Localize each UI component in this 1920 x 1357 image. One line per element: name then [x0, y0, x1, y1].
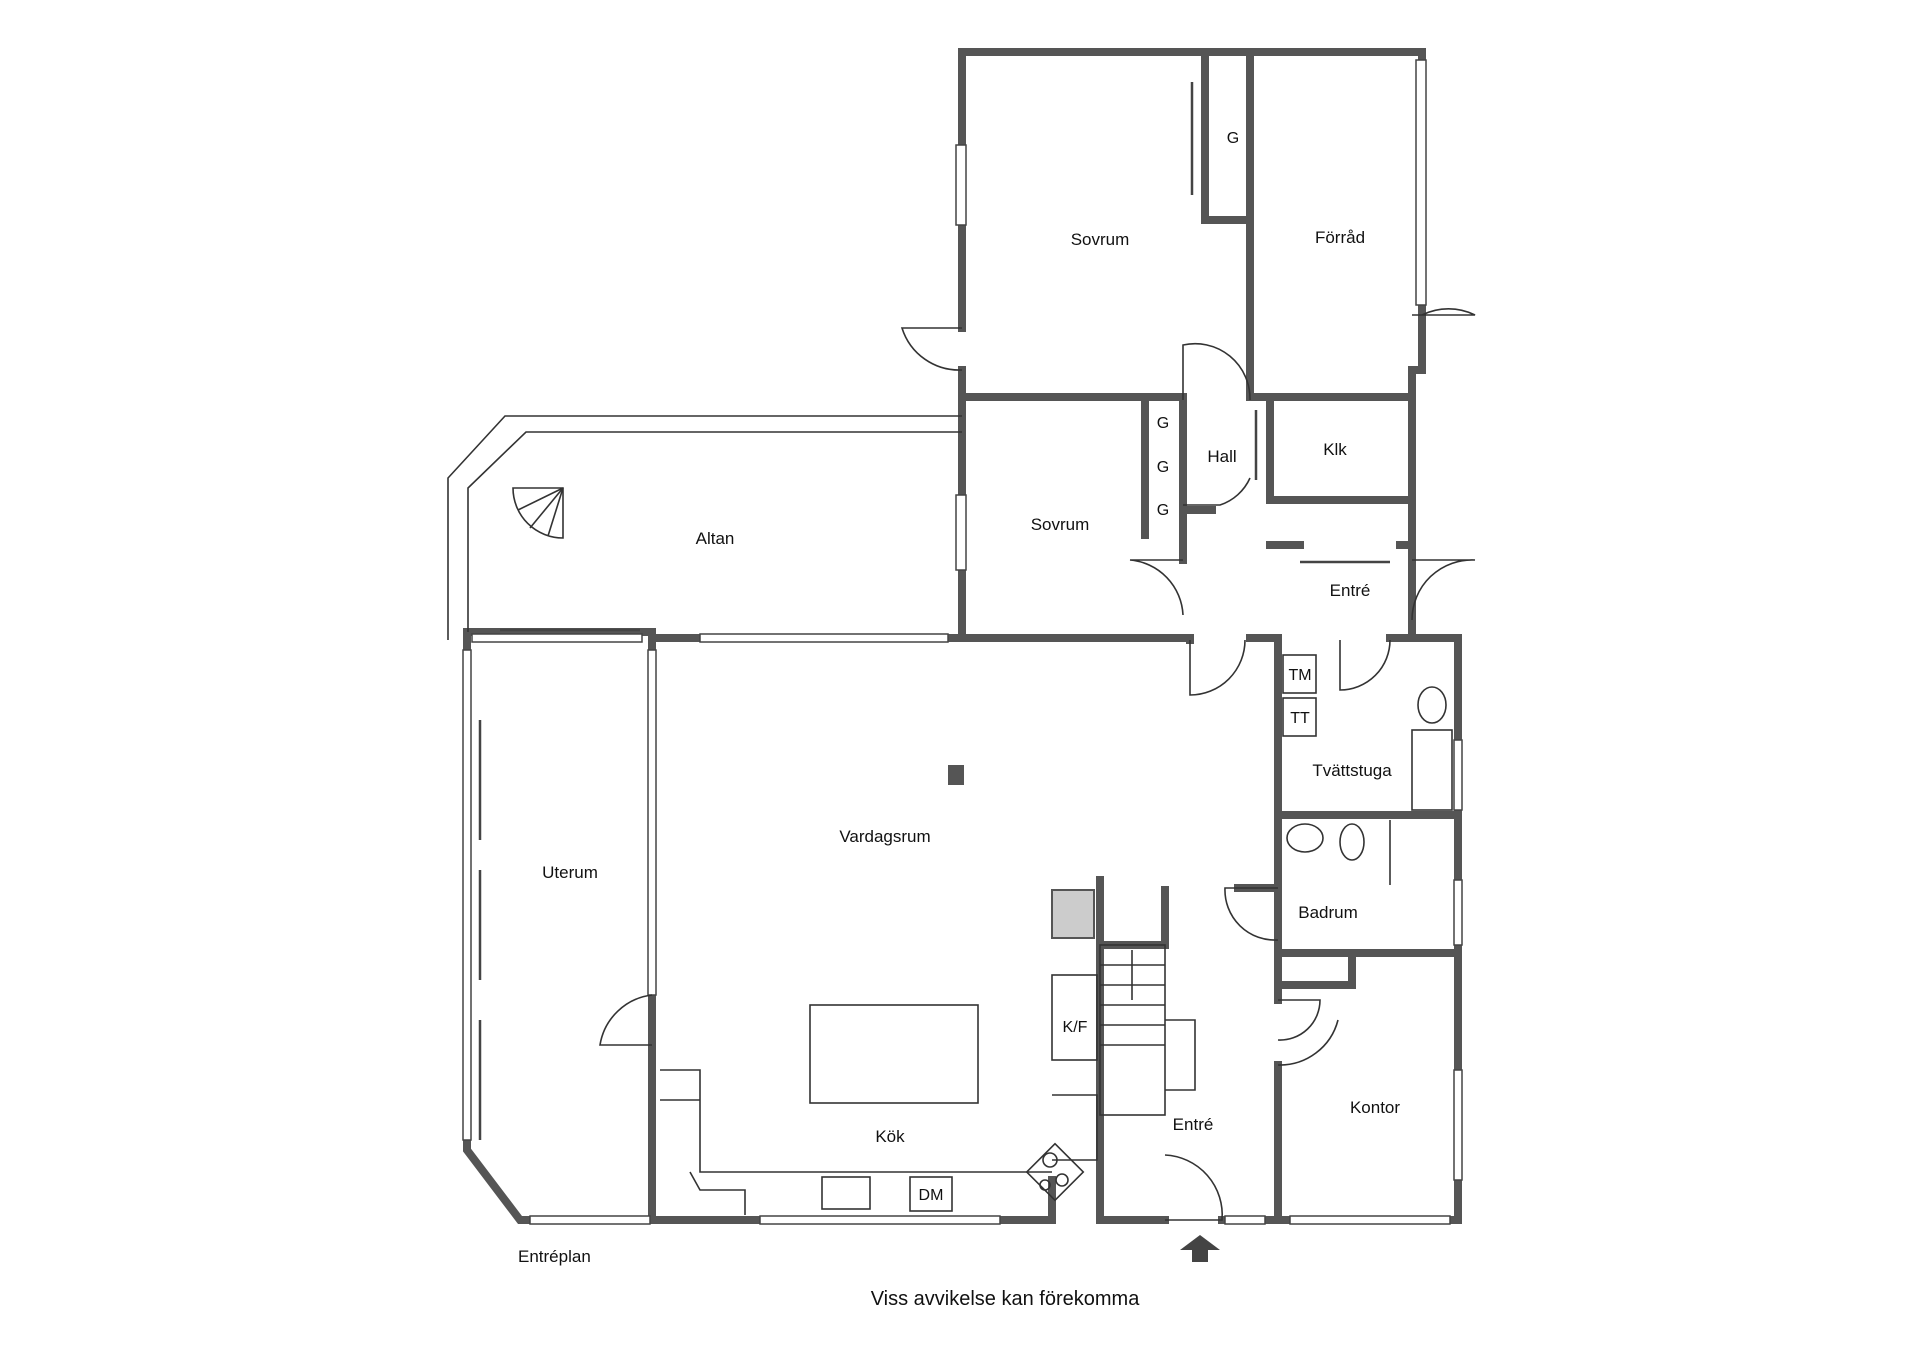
room-label-kok: Kök: [875, 1127, 905, 1146]
room-label-badrum: Badrum: [1298, 903, 1358, 922]
wardrobe-label: G: [1157, 459, 1169, 476]
altan-deck: [447, 415, 962, 640]
room-label-entre-main: Entré: [1173, 1115, 1214, 1134]
fridge-box: [1051, 974, 1098, 1061]
entrance-arrow: [1180, 1235, 1220, 1262]
room-label-sovrum-mid: Sovrum: [1031, 515, 1090, 534]
kitchen-fixtures: [660, 765, 1098, 1215]
counter: [1411, 729, 1453, 811]
column: [948, 765, 964, 785]
room-label-klk: Klk: [1323, 440, 1347, 459]
room-label-altan: Altan: [696, 529, 735, 548]
room-label-tvattstuga: Tvättstuga: [1312, 761, 1392, 780]
fridge-freezer-label: K/F: [1063, 1019, 1088, 1036]
fixture-labels: G G G G TM TT K/F DM: [919, 130, 1312, 1204]
toilet: [1339, 823, 1365, 861]
hob-ring: [1039, 1179, 1051, 1191]
room-label-vardagsrum: Vardagsrum: [839, 827, 930, 846]
room-labels: Sovrum Förråd Sovrum Hall Klk Entré Alta…: [542, 228, 1400, 1146]
dryer-box: [1282, 697, 1317, 737]
room-label-forrad: Förråd: [1315, 228, 1365, 247]
hob-ring: [1055, 1173, 1069, 1187]
bath-sink: [1286, 823, 1324, 853]
windows: [462, 59, 1463, 1225]
sink: [821, 1176, 871, 1210]
fireplace: [1051, 889, 1095, 939]
dishwasher-box: [909, 1176, 953, 1212]
plan-name: Entréplan: [518, 1247, 591, 1266]
disclaimer: Viss avvikelse kan förekomma: [871, 1288, 1141, 1310]
kitchen-island: [809, 1004, 979, 1104]
spiral-stair: [512, 487, 564, 539]
room-label-sovrum-top: Sovrum: [1071, 230, 1130, 249]
wardrobe-label: G: [1157, 415, 1169, 432]
dishwasher-label: DM: [919, 1187, 944, 1204]
washer-box: [1282, 654, 1317, 694]
room-label-entre-top: Entré: [1330, 581, 1371, 600]
tumble-dryer-label: TT: [1290, 710, 1310, 727]
wardrobe-label: G: [1157, 502, 1169, 519]
room-label-kontor: Kontor: [1350, 1098, 1400, 1117]
stairs: [1099, 944, 1196, 1116]
room-label-hall: Hall: [1207, 447, 1236, 466]
room-label-uterum: Uterum: [542, 863, 598, 882]
wardrobe-label: G: [1227, 130, 1239, 147]
washing-machine-label: TM: [1288, 667, 1311, 684]
arrows: [478, 82, 1390, 1262]
laundry-sink: [1417, 686, 1447, 724]
bath-fixtures: [1282, 654, 1453, 885]
doors: [599, 308, 1476, 1221]
hob-ring: [1042, 1152, 1058, 1168]
